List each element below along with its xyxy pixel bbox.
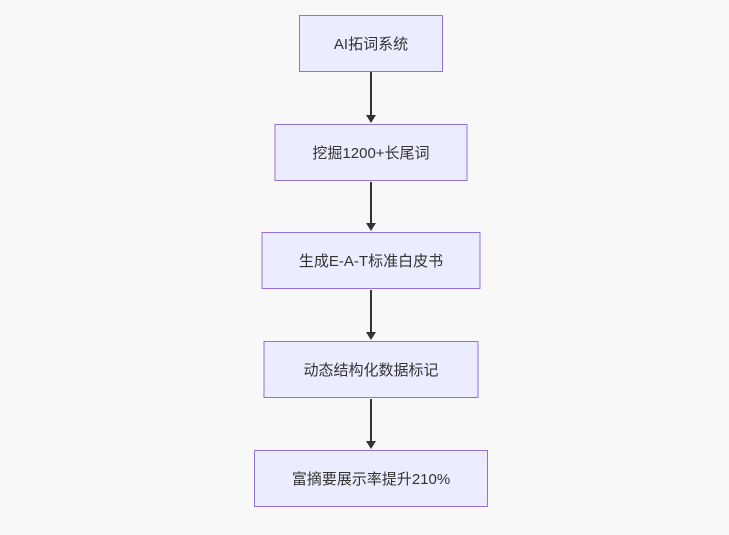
flow-edge-a-b — [366, 72, 376, 123]
arrowhead-down-icon — [366, 115, 376, 123]
flow-node-label: 挖掘1200+长尾词 — [312, 145, 430, 162]
edge-line — [370, 399, 372, 441]
flow-node-structured-data-markup: 动态结构化数据标记 — [263, 341, 479, 398]
flow-edge-c-d — [366, 290, 376, 340]
edge-line — [370, 72, 372, 115]
flow-node-ai-expansion-system: AI拓词系统 — [299, 15, 443, 72]
flow-node-rich-snippet-rate: 富摘要展示率提升210% — [254, 450, 488, 507]
flow-node-eat-whitepaper: 生成E-A-T标准白皮书 — [261, 232, 481, 289]
arrowhead-down-icon — [366, 332, 376, 340]
flow-node-label: AI拓词系统 — [333, 36, 409, 53]
flow-node-label: 富摘要展示率提升210% — [291, 471, 451, 488]
flow-node-label: 生成E-A-T标准白皮书 — [298, 253, 444, 270]
edge-line — [370, 182, 372, 223]
flow-node-longtail-mining: 挖掘1200+长尾词 — [274, 124, 468, 181]
arrowhead-down-icon — [366, 441, 376, 449]
edge-line — [370, 290, 372, 332]
flow-edge-b-c — [366, 182, 376, 231]
flow-node-label: 动态结构化数据标记 — [303, 362, 439, 379]
arrowhead-down-icon — [366, 223, 376, 231]
flow-edge-d-e — [366, 399, 376, 449]
